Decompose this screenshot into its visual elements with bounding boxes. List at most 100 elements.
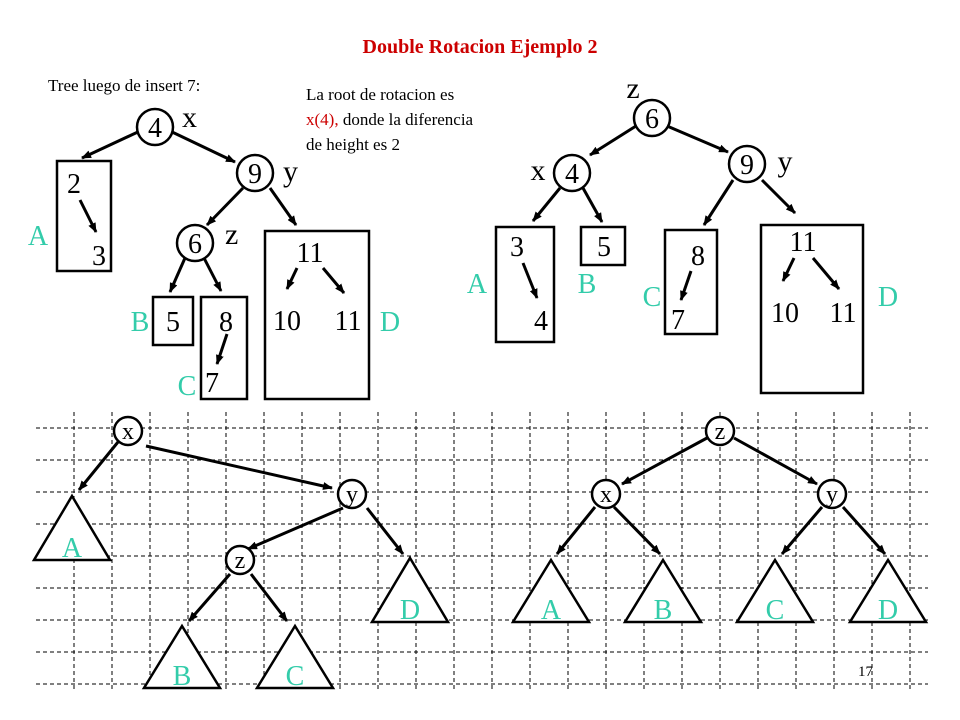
subtree-triangle-d (847, 557, 929, 624)
node-value: 7 (205, 368, 219, 399)
subtree-triangle-a (31, 493, 113, 562)
node-value: 4 (565, 159, 579, 190)
node-value: 6 (645, 104, 659, 135)
subtree-triangle-d (369, 555, 451, 624)
subtree-label-c: C (643, 282, 662, 313)
node-label-z: z (715, 419, 726, 445)
subtree-box-a (55, 159, 113, 273)
node-value: 5 (597, 232, 611, 263)
edge-2-3 (78, 199, 98, 233)
subtree-box-b (151, 295, 195, 347)
node-label-y: y (346, 482, 358, 508)
edge-11-11 (321, 267, 346, 294)
subtree-triangle-c (734, 557, 816, 624)
subtree-label-a: A (467, 269, 488, 300)
schema-after: A B C D z x y (510, 415, 929, 626)
subtree-label-a: A (541, 595, 562, 626)
node-value: 9 (248, 159, 262, 190)
subtree-box-c (663, 228, 719, 336)
edge-y-z (247, 506, 344, 551)
subtree-label-d: D (878, 282, 898, 313)
node-circle (235, 153, 275, 193)
edge-9-6 (205, 186, 245, 227)
subtree-triangle-a (510, 557, 592, 624)
edge-11-10 (781, 257, 796, 282)
subtree-label-d: D (400, 595, 420, 626)
edge-x-y (145, 444, 333, 490)
note-line-3: de height es 2 (306, 135, 400, 154)
edge-x-a (77, 441, 120, 491)
edge-6-8 (202, 257, 223, 292)
node-value: 11 (830, 298, 857, 329)
subtree-triangle-b (622, 557, 704, 624)
edge-x-b (612, 505, 662, 556)
node-value: 2 (67, 169, 81, 200)
page-number: 17 (858, 664, 873, 680)
node-value: 8 (219, 307, 233, 338)
edge-z-y (733, 436, 818, 486)
node-value: 9 (740, 150, 754, 181)
subtree-triangle-b (141, 623, 223, 690)
subtree-label-b: B (578, 269, 597, 300)
subtree-label-b: B (654, 595, 673, 626)
subtree-triangle-c (254, 623, 336, 690)
edge-11-11 (811, 257, 841, 290)
role-label-x: x (531, 154, 546, 187)
edge-8-7 (215, 333, 229, 365)
node-circle (552, 153, 592, 193)
subtree-label-c: C (766, 595, 785, 626)
node-value: 5 (166, 307, 180, 338)
node-circle (175, 223, 215, 263)
subtree-box-b (579, 225, 627, 267)
after-tree: 6 4 9 3 4 5 8 7 11 10 11 z x y A B C D (467, 72, 898, 395)
edge-6-4 (589, 124, 637, 157)
node-value: 7 (671, 305, 685, 336)
edge-9-11 (268, 187, 298, 226)
role-label-y: y (283, 155, 298, 188)
subtree-box-a (494, 225, 556, 344)
node-circle (632, 98, 672, 138)
node-value: 4 (534, 306, 548, 337)
subtree-label-d: D (380, 307, 400, 338)
slide-title: Double Rotacion Ejemplo 2 (362, 36, 598, 58)
subtree-label-c: C (178, 371, 197, 402)
note-line-2: donde la diferencia (338, 110, 474, 129)
role-label-z: z (626, 72, 639, 105)
subtree-box-c (199, 295, 249, 401)
node-value: 10 (771, 298, 799, 329)
subtree-box-d (759, 223, 865, 395)
node-label-y: y (826, 482, 838, 508)
edge-4-9 (169, 129, 236, 164)
edge-z-b (187, 573, 232, 622)
edge-9-8 (702, 179, 735, 226)
node-value: 3 (92, 241, 106, 272)
node-circle (112, 415, 144, 447)
subtree-label-d: D (878, 595, 898, 626)
edge-y-d (841, 506, 887, 555)
node-value: 3 (510, 232, 524, 263)
node-label-x: x (122, 419, 134, 445)
node-circle (590, 478, 622, 510)
node-value: 11 (335, 306, 362, 337)
note-root-highlight: x(4), (306, 110, 339, 129)
subtree-box-d (263, 229, 371, 401)
edge-4-2 (81, 129, 141, 160)
subtree-label-b: B (131, 307, 150, 338)
edge-3-4 (521, 262, 539, 299)
node-value: 6 (188, 229, 202, 260)
edge-6-5 (168, 257, 187, 293)
subtree-label-b: B (173, 661, 192, 692)
node-value: 11 (297, 238, 324, 269)
subtree-label-c: C (286, 661, 305, 692)
edge-z-x (621, 436, 708, 486)
before-caption: Tree luego de insert 7: (48, 76, 201, 95)
role-label-y: y (778, 145, 793, 178)
node-value: 10 (273, 306, 301, 337)
rotation-note: La root de rotacion es x(4), donde la di… (306, 82, 566, 157)
node-circle (727, 144, 767, 184)
edge-4-5 (581, 187, 604, 223)
node-value: 11 (790, 227, 817, 258)
edge-z-c (249, 573, 289, 622)
